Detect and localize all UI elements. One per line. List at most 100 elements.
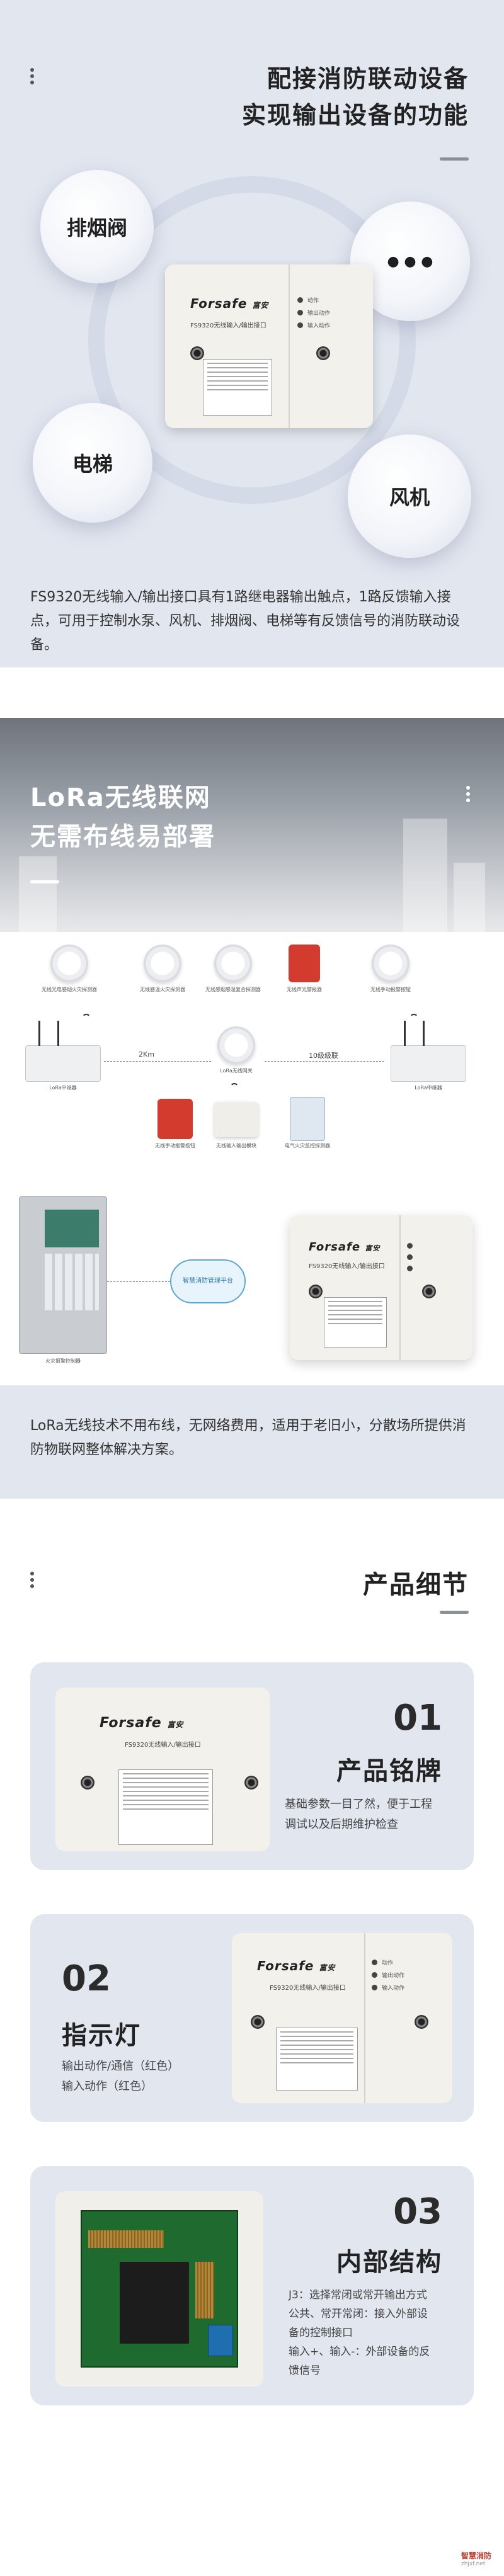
headline-line2: 实现输出设备的功能 [241,101,469,129]
details-rule [440,1611,469,1614]
circuit-board [81,2210,238,2368]
device-closeup: Forsafe 富安 FS9320无线输入/输出接口 动作 输出动作 输入动作 [232,1933,452,2103]
link-line [104,1061,211,1062]
detector-label: 无线光电感烟火灾探测器 [42,987,97,992]
lora-repeater-left [25,1021,101,1082]
device-nameplate [276,2028,358,2091]
device-model: FS9320无线输入/输出接口 [270,1985,346,1992]
internal-structure-photo [55,2191,263,2386]
detector-label: 无线手动报警按钮 [370,987,411,992]
screw-icon [190,346,204,360]
card-text: J3：选择常闭或常开输出方式 公共、常开常闭：接入外部设 备的控制接口 输入+、… [289,2286,465,2380]
linkage-description: FS9320无线输入/输出接口具有1路继电器输出触点，1路反馈输入接点，可用于控… [30,589,461,653]
card-text-line: 备的控制接口 [289,2327,353,2339]
manual-call-point-icon [158,1099,193,1139]
alarm-siren-icon [289,945,320,982]
card-text-line: 馈信号 [289,2364,321,2377]
antenna-icon [423,1021,425,1046]
card-text-line: 公共、常开常闭：接入外部设 [289,2308,428,2320]
device-brand: Forsafe 富安 [309,1240,381,1254]
card-text: 输出动作/通信（红色） 输入动作（红色） [62,2057,226,2097]
combo-detector-icon [214,945,252,982]
smoke-detector-icon [50,945,88,982]
screw-icon [251,2015,265,2029]
linkage-section: 配接消防联动设备 实现输出设备的功能 排烟阀 ● ● ● 电梯 风机 Forsa… [0,0,504,667]
link-line [265,1061,384,1062]
detail-card-nameplate: Forsafe 富安 FS9320无线输入/输出接口 01 产品铭牌 基础参数一… [30,1662,474,1870]
led-icon [407,1266,413,1271]
bubble-more-label: ● ● ● [387,253,433,270]
panel-keypad [45,1254,99,1310]
device-model: FS9320无线输入/输出接口 [190,322,266,329]
card-text-line: 输出动作/通信（红色） [62,2060,180,2073]
indicator-photo: Forsafe 富安 FS9320无线输入/输出接口 动作 输出动作 输入动作 [232,1933,452,2103]
detector-icon [372,945,410,982]
lora-title-line1: LoRa无线联网 [30,783,211,812]
screw-icon [244,1776,258,1790]
hub-left-label: LoRa中继器 [49,1085,77,1091]
lora-network-diagram: 无线光电感烟火灾探测器 无线感温火灾探测器 无线感烟感温复合探测器 无线声光警报… [0,932,504,1404]
card-text-line: J3：选择常闭或常开输出方式 [289,2289,427,2301]
device-seam [289,264,290,428]
device-closeup: Forsafe 富安 FS9320无线输入/输出接口 [55,1688,270,1851]
device-seam [364,1933,365,2103]
dots-decoration [30,68,35,87]
device-seam [399,1215,401,1360]
led-icon [372,1960,377,1965]
link-line [107,1281,170,1282]
heat-detector-icon [144,945,181,982]
bubble-elevator: 电梯 [33,403,152,523]
details-title: 产品细节 [363,1570,469,1599]
headline-rule [440,157,469,161]
led2-label: 输出动作 [307,310,331,317]
watermark: 智慧消防 zhjxf.net [461,2550,491,2567]
lora-repeater-right [391,1021,466,1082]
linkage-headline: 配接消防联动设备 实现输出设备的功能 [242,60,469,133]
dots-decoration [30,1572,35,1591]
led3-label: 输入动作 [307,323,331,329]
building-shape [403,819,447,932]
distance-right-label: 10级级联 [309,1052,338,1060]
fire-alarm-panel [19,1196,107,1354]
card-text: 基础参数一目了然，便于工程调试以及后期维护检查 [285,1798,432,1831]
dots-decoration [466,786,471,805]
watermark-name: 智慧消防 [461,2551,491,2560]
device-model: FS9320无线输入/输出接口 [309,1263,385,1270]
card-title: 产品铭牌 [336,1757,442,1786]
gateway-label: LoRa无线网关 [220,1068,253,1074]
detector-label: 无线声光警报器 [287,987,322,992]
card-text-line: 输入+、输入-：外部设备的反 [289,2346,430,2358]
antenna-coil [88,2230,164,2248]
io-module-icon [214,1102,258,1137]
bubble-fan-label: 风机 [389,485,430,509]
detail-card-internal: 03 内部结构 J3：选择常闭或常开输出方式 公共、常开常闭：接入外部设 备的控… [30,2166,474,2405]
bubble-elevator-label: 电梯 [72,452,113,476]
antenna-icon [57,1021,59,1046]
antenna-icon [404,1021,406,1046]
led-icon [372,1985,377,1990]
antenna-icon [38,1021,40,1046]
screw-icon [309,1285,323,1298]
led-icon [372,1972,377,1978]
detail-card-indicator: 02 指示灯 输出动作/通信（红色） 输入动作（红色） Forsafe 富安 F… [30,1914,474,2122]
coil-component [195,2262,214,2318]
detector-label: 无线感温火灾探测器 [140,987,185,992]
hub-right-label: LoRa中继器 [415,1085,442,1091]
led1-label: 动作 [382,1960,394,1966]
lora-section: LoRa无线联网 无需布线易部署 无线光电感烟火灾探测器 无线感温火灾探测器 无… [0,718,504,1499]
card-number: 02 [62,1958,111,1999]
card-number: 03 [393,2191,442,2232]
wireless-signal-icon [230,1083,239,1092]
gateway-icon [217,1026,255,1064]
lora-title: LoRa无线联网 无需布线易部署 [30,778,215,856]
led3-label: 输入动作 [382,1985,405,1992]
cloud-label: 智慧消防管理平台 [183,1278,233,1285]
relay-component [120,2262,189,2344]
device-nameplate [203,359,272,416]
card-number: 01 [393,1698,442,1739]
screw-icon [415,2015,428,2029]
bubble-fan: 风机 [348,434,471,558]
nameplate-photo: Forsafe 富安 FS9320无线输入/输出接口 [55,1688,270,1851]
led-icon [297,322,303,328]
